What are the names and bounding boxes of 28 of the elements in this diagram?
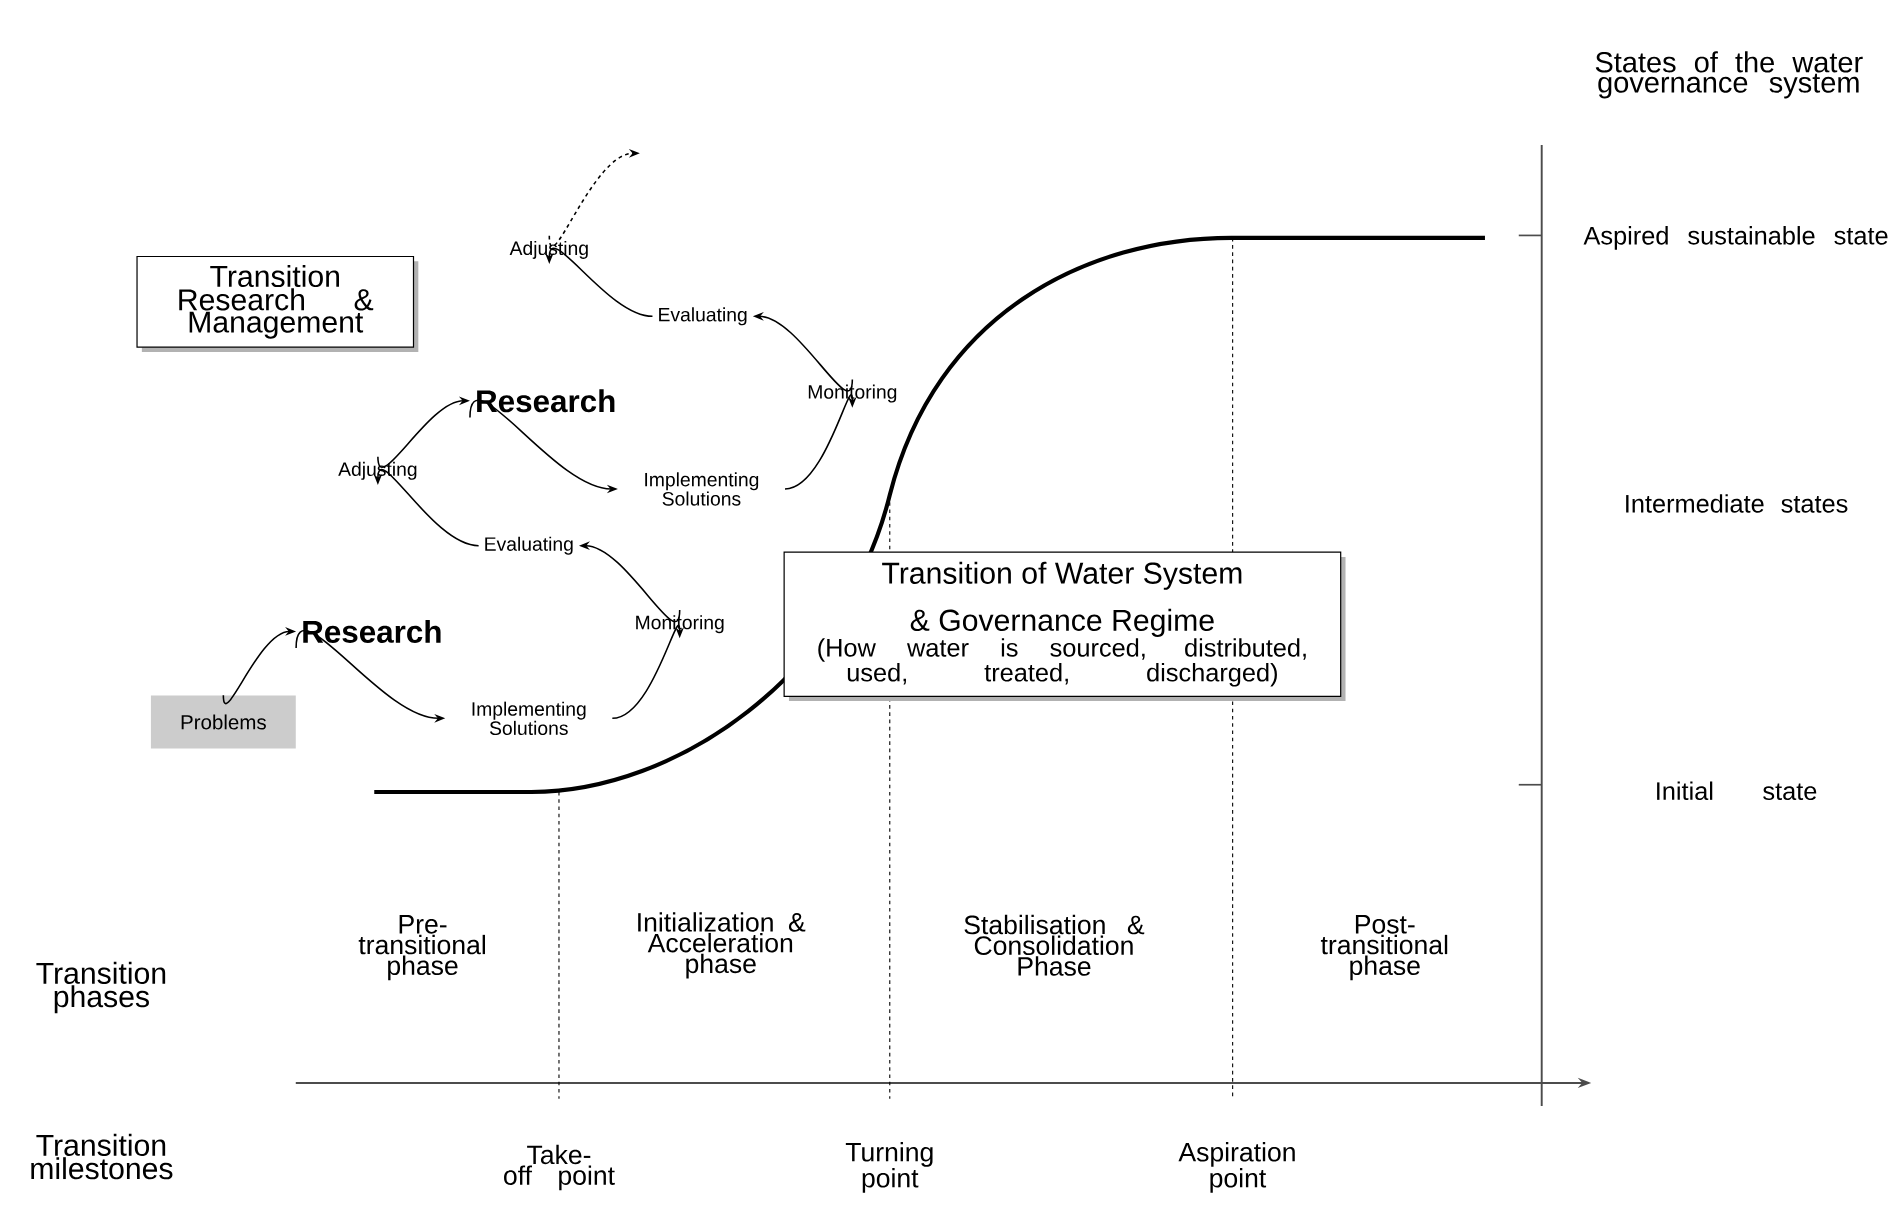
- arrow: [784, 394, 857, 490]
- arrow: [611, 625, 685, 720]
- axis-title: States of the water governance system: [1595, 51, 1863, 99]
- state-label: Initial state: [1657, 781, 1817, 801]
- problem-box: Problems: [150, 695, 296, 749]
- step-label: Monitoring: [808, 384, 897, 403]
- state-label: Intermediate states: [1626, 494, 1848, 513]
- row-heading: Transition milestones: [31, 1133, 173, 1180]
- phase-label: Initialization & Acceleration phase: [638, 912, 806, 979]
- research-label: Research: [303, 620, 441, 644]
- milestone-label: Turning point: [845, 1142, 933, 1193]
- step-label: Implementing Solutions: [472, 701, 586, 736]
- step-label: Implementing Solutions: [645, 472, 759, 506]
- title-box: Transition Research & Management: [136, 256, 419, 353]
- milestone-label: Take-off point: [504, 1144, 615, 1191]
- phase-label: Pre-transitional phase: [358, 915, 485, 981]
- state-label: Aspired sustainable state: [1583, 226, 1888, 250]
- step-label: Monitoring: [636, 615, 724, 634]
- research-label: Research: [477, 389, 615, 413]
- step-label: Evaluating: [659, 307, 747, 326]
- phase-label: Post-transitional phase: [1320, 915, 1448, 981]
- phase-label: Stabilisation & Consolidation Phase: [964, 915, 1145, 976]
- regime-box: Transition of Water System & Governance Regime (How water is sourced, distributed, used, treated, discharged): [783, 551, 1346, 702]
- step-label: Adjusting: [338, 462, 417, 480]
- step-label: Evaluating: [485, 536, 573, 555]
- milestone-label: Aspiration point: [1178, 1142, 1295, 1193]
- row-heading: Transition phases: [36, 961, 166, 1014]
- step-label: Adjusting: [509, 241, 588, 260]
